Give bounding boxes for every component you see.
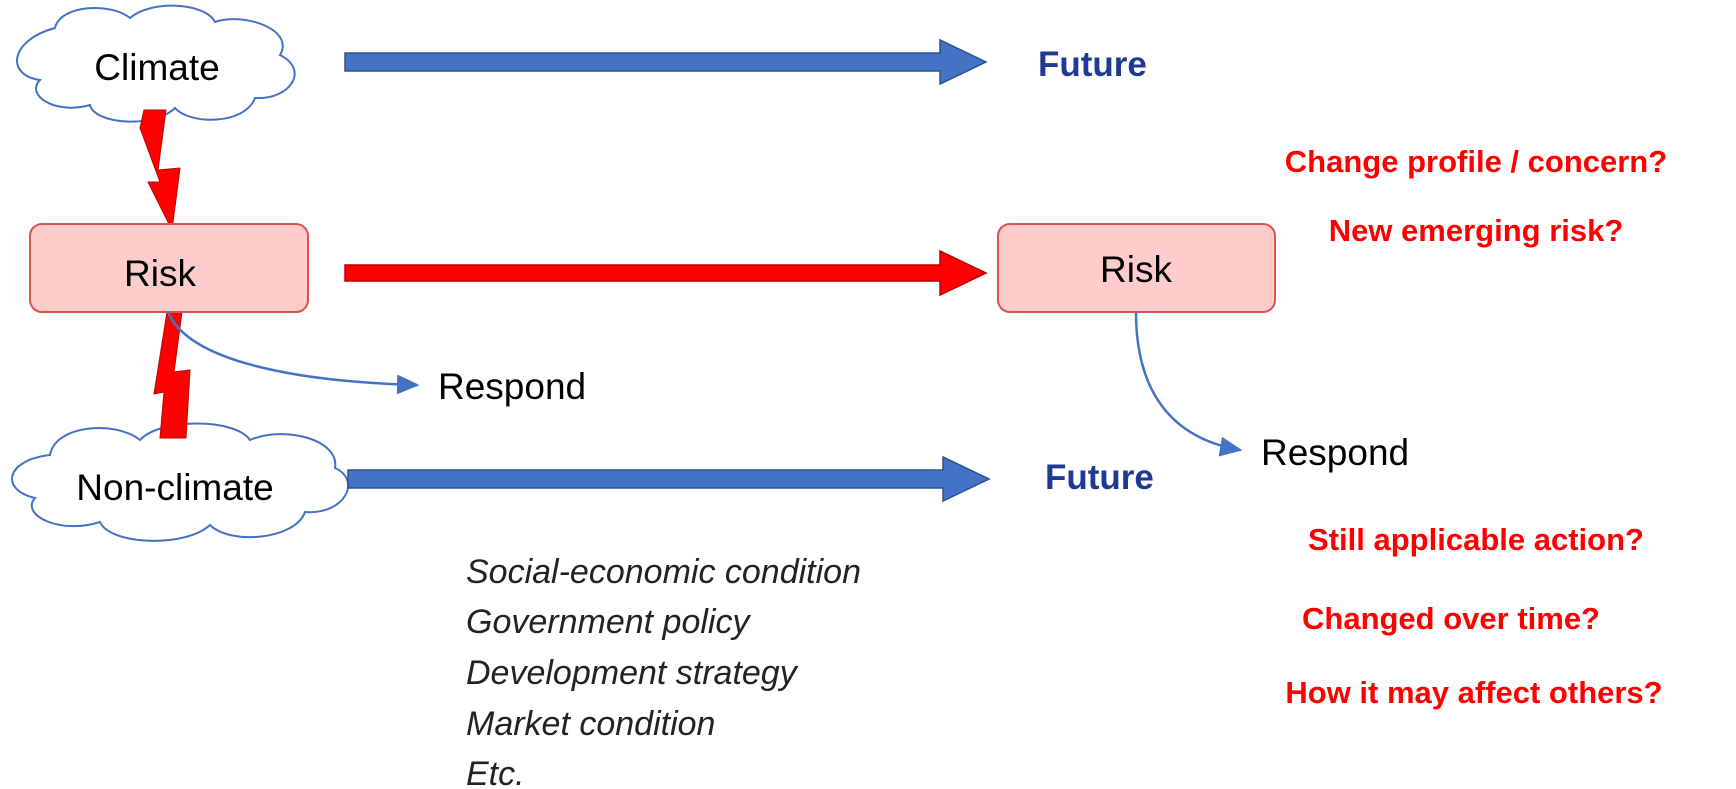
non-climate-label: Non-climate <box>76 467 273 508</box>
factor-item: Development strategy <box>466 654 799 692</box>
factor-item: Social-economic condition <box>466 553 861 591</box>
non-climate-factors-list: Social-economic condition Government pol… <box>466 553 861 789</box>
future-top-label: Future <box>1038 45 1147 84</box>
risk-future-arrow <box>344 249 988 297</box>
factor-item: Government policy <box>466 603 751 641</box>
question-new-risk: New emerging risk? <box>1329 213 1624 248</box>
respond-now-connector <box>166 311 420 395</box>
risk-box-now: Risk <box>29 223 309 313</box>
respond-future-connector <box>1134 311 1243 457</box>
climate-label: Climate <box>94 47 219 88</box>
question-changed-over-time: Changed over time? <box>1302 601 1600 636</box>
risk-now-label: Risk <box>124 253 196 294</box>
question-change-profile: Change profile / concern? <box>1285 144 1667 179</box>
factor-item: Etc. <box>466 755 525 789</box>
question-affect-others: How it may affect others? <box>1285 675 1662 710</box>
risk-box-future: Risk <box>997 223 1276 313</box>
factor-item: Market condition <box>466 705 715 743</box>
non-climate-cloud: Non-climate <box>11 422 350 542</box>
respond-now-label: Respond <box>438 366 586 407</box>
respond-future-label: Respond <box>1261 432 1409 473</box>
nonclimate-future-arrow <box>347 455 991 503</box>
climate-cloud: Climate <box>16 4 296 123</box>
climate-risk-lightning <box>139 109 181 232</box>
nonclimate-risk-lightning <box>153 311 191 439</box>
climate-future-arrow <box>344 38 988 86</box>
question-still-applicable: Still applicable action? <box>1308 522 1644 557</box>
risk-future-label: Risk <box>1100 249 1172 290</box>
future-bottom-label: Future <box>1045 458 1154 497</box>
